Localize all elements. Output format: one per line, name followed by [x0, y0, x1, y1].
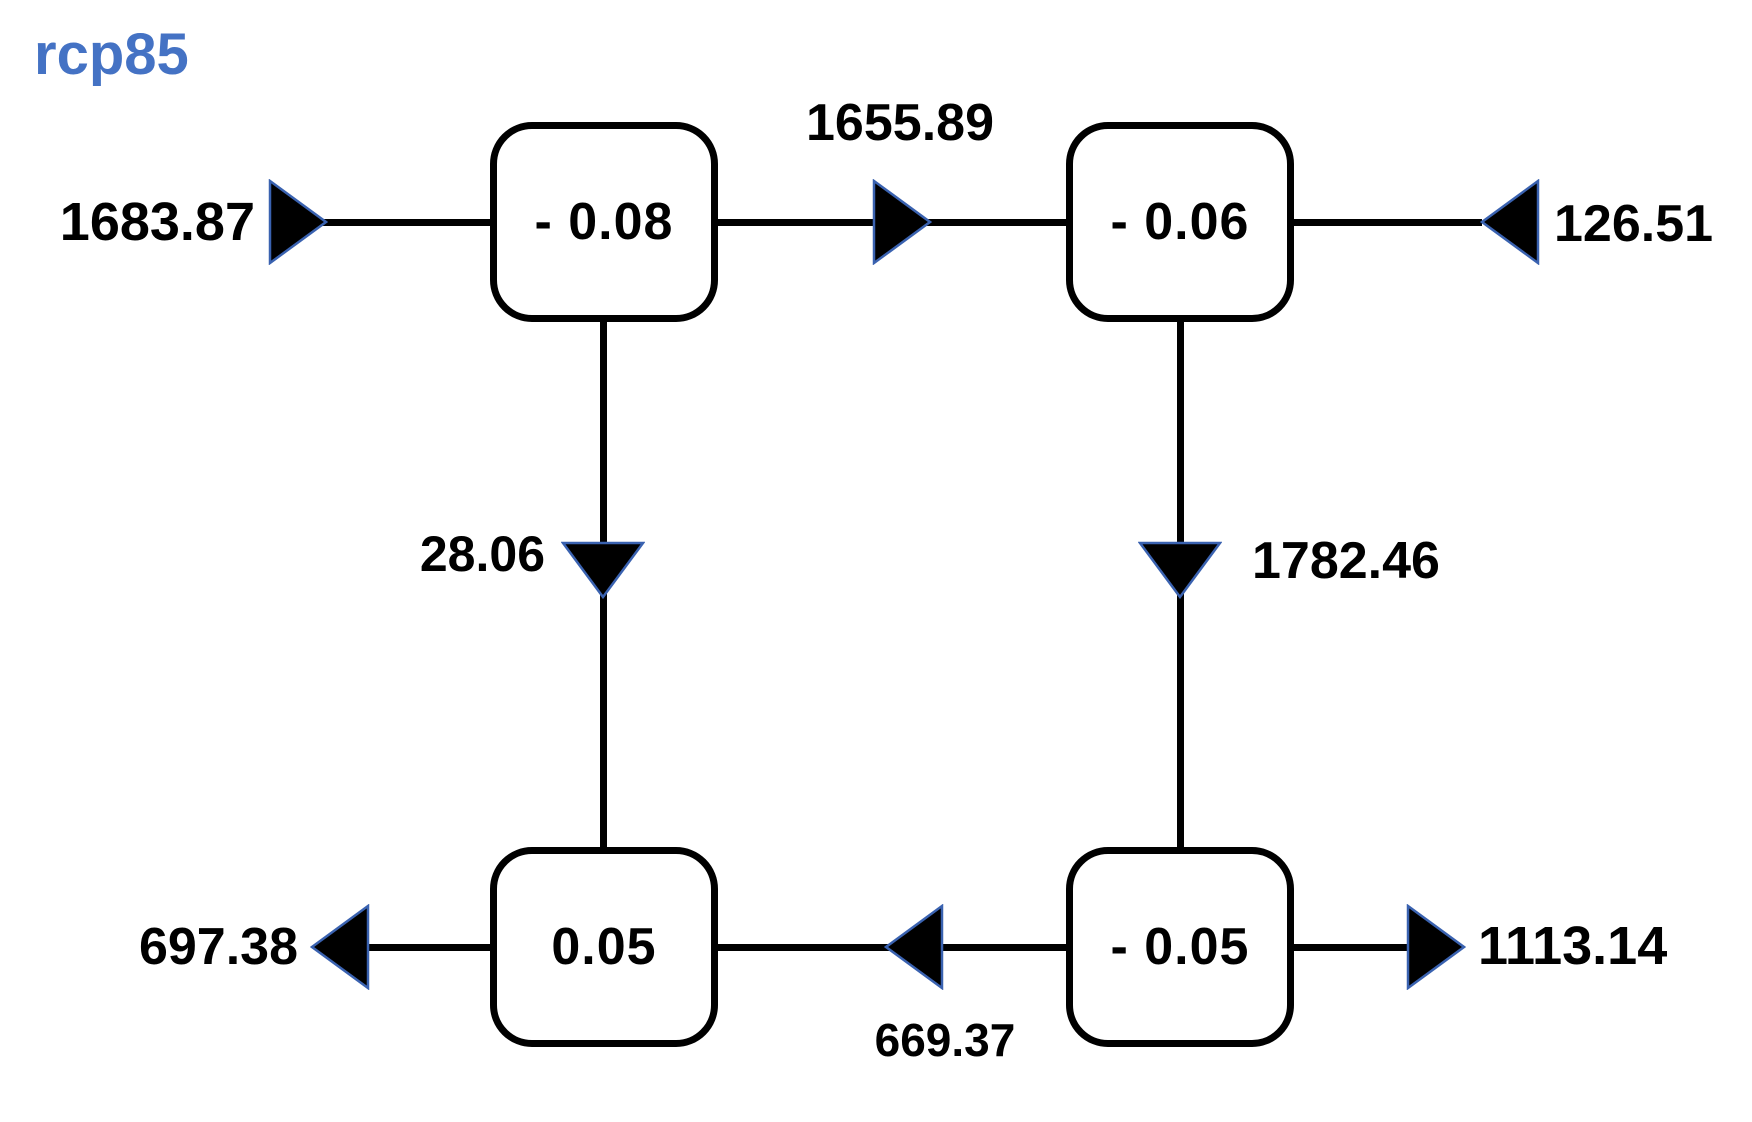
inflow-top-right-line — [1292, 219, 1482, 226]
node-top-left-value: - 0.08 — [534, 193, 674, 251]
top-edge-value: 1655.89 — [806, 94, 994, 152]
right-edge-arrowhead-icon — [1138, 541, 1222, 599]
bottom-edge-value: 669.37 — [874, 1014, 1016, 1066]
node-top-left: - 0.08 — [490, 122, 718, 322]
node-bottom-left-value: 0.05 — [551, 918, 657, 976]
left-edge-value: 28.06 — [419, 526, 545, 582]
outflow-bottom-left-line — [368, 944, 490, 951]
right-edge-value: 1782.46 — [1252, 532, 1440, 590]
diagram-title: rcp85 — [34, 22, 189, 87]
node-bottom-right-value: - 0.05 — [1110, 918, 1250, 976]
node-bottom-left: 0.05 — [490, 847, 718, 1047]
left-edge-arrowhead-icon — [561, 541, 645, 599]
outflow-bottom-left-value: 697.38 — [138, 918, 298, 976]
outflow-bottom-right-value: 1113.14 — [1478, 916, 1668, 976]
node-top-right-value: - 0.06 — [1110, 193, 1250, 251]
node-bottom-right: - 0.05 — [1066, 847, 1294, 1047]
node-top-right: - 0.06 — [1066, 122, 1294, 322]
inflow-top-left-arrowhead-icon — [268, 179, 328, 265]
bottom-edge-arrowhead-icon — [884, 904, 944, 990]
inflow-top-right-value: 126.51 — [1554, 195, 1714, 253]
inflow-top-left-line — [322, 219, 490, 226]
inflow-top-left-value: 1683.87 — [59, 192, 255, 252]
inflow-top-right-arrowhead-icon — [1480, 179, 1540, 265]
outflow-bottom-left-arrowhead-icon — [310, 904, 370, 990]
top-edge-arrowhead-icon — [872, 179, 932, 265]
outflow-bottom-right-line — [1292, 944, 1410, 951]
outflow-bottom-right-arrowhead-icon — [1406, 904, 1466, 990]
